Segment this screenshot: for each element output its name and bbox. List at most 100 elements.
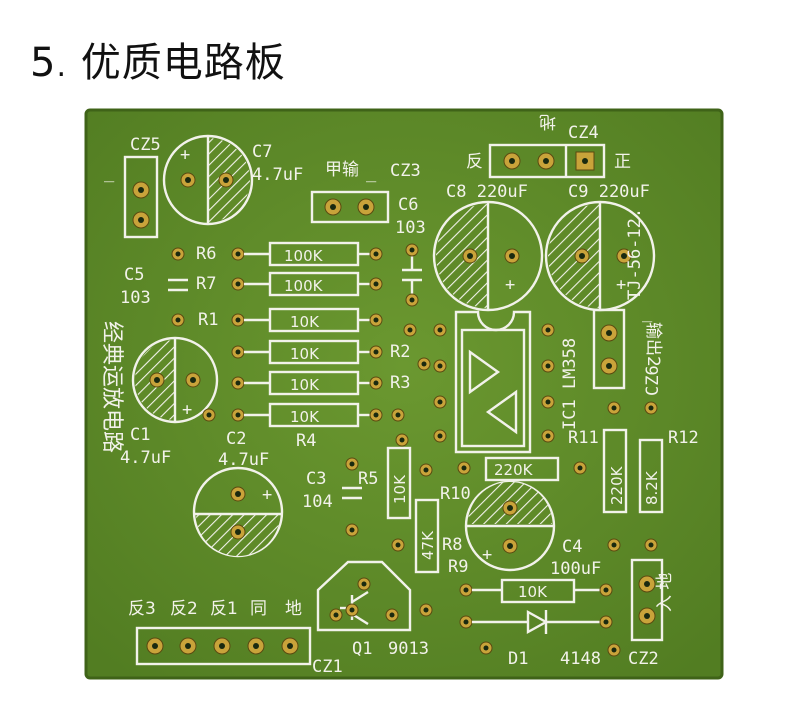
cz3-text: 甲输	[325, 160, 359, 180]
c5-capacitor: C5 103	[120, 247, 188, 308]
svg-text:+: +	[182, 400, 192, 420]
cz1-label-0: 反3	[128, 599, 156, 619]
svg-text:CZ1: CZ1	[312, 657, 343, 677]
svg-text:R5: R5	[358, 469, 378, 489]
c8-label: C8 220uF	[446, 182, 528, 202]
svg-text:R1: R1	[198, 310, 218, 330]
svg-text:100K: 100K	[284, 247, 324, 265]
cz3-label: CZ3	[390, 161, 421, 181]
c7-label: C7	[252, 142, 272, 162]
svg-text:103: 103	[120, 288, 151, 308]
c7-capacitor: + C7 4.7uF	[162, 134, 303, 226]
svg-text:4148: 4148	[560, 649, 601, 669]
cz1-label-1: 反2	[170, 599, 198, 619]
svg-text:R9: R9	[448, 557, 468, 577]
svg-text:Q1: Q1	[352, 639, 372, 659]
resistor-r5: R5 10K	[358, 408, 412, 552]
cz5-minus: _	[104, 163, 115, 183]
cz4-label: CZ4	[568, 123, 599, 143]
svg-text:47K: 47K	[419, 530, 437, 560]
svg-text:+: +	[616, 275, 626, 295]
resistor-r2: 10K R2	[231, 339, 410, 365]
svg-text:C5: C5	[124, 265, 144, 285]
c9-capacitor: C9 220uF +	[544, 182, 656, 312]
svg-text:100K: 100K	[284, 277, 324, 295]
title-text: 优质电路板	[80, 40, 286, 86]
svg-text:220K: 220K	[494, 461, 534, 479]
cz6-connector: 输出2 _ CZ6	[592, 303, 663, 396]
svg-text:入 地: 入 地	[655, 573, 675, 612]
svg-text:10K: 10K	[290, 313, 320, 331]
svg-text:10K: 10K	[290, 376, 320, 394]
cz4-fan: 反	[466, 152, 483, 172]
svg-text:R4: R4	[296, 431, 316, 451]
svg-text:10K: 10K	[290, 408, 320, 426]
cz1-connector: 反3 反2 反1 同 地 CZ1	[128, 599, 343, 677]
title-number: 5	[30, 40, 57, 86]
svg-text:220K: 220K	[608, 465, 626, 505]
extra-pads	[171, 313, 621, 657]
resistor-r11: R11 220K	[568, 401, 628, 552]
resistor-r1: R1 10K	[198, 307, 383, 333]
svg-text:C2: C2	[226, 429, 246, 449]
c6-label: C6	[398, 195, 418, 215]
svg-text:R6: R6	[196, 244, 216, 264]
svg-text:+: +	[262, 485, 272, 505]
svg-text:R10: R10	[440, 484, 471, 504]
ic1-chip: IC1 LM358	[433, 310, 580, 454]
svg-text:R8: R8	[442, 535, 462, 555]
svg-text:+: +	[482, 545, 492, 565]
resistor-r7: R7 100K	[196, 271, 383, 297]
svg-text:R3: R3	[390, 373, 410, 393]
c9-label: C9 220uF	[568, 182, 650, 202]
ic1-label: IC1 LM358	[560, 338, 580, 430]
cz1-label-4: 地	[285, 599, 302, 619]
board-code: TJ-56-12.	[625, 208, 645, 300]
resistor-r10: 220K R10	[440, 456, 587, 504]
svg-text:R2: R2	[390, 342, 410, 362]
svg-text:R11: R11	[568, 428, 599, 448]
cz4-connector: 地 CZ4 反 正	[466, 111, 631, 179]
svg-text:CZ6: CZ6	[643, 365, 663, 396]
svg-text:C1: C1	[130, 425, 150, 445]
svg-text:C4: C4	[562, 537, 582, 557]
cz5-label: CZ5	[130, 135, 161, 155]
cz1-label-2: 反1	[210, 599, 238, 619]
resistor-r12: R12 8.2K	[638, 401, 699, 552]
svg-text:4.7uF: 4.7uF	[218, 450, 269, 470]
svg-text:输出2: 输出2	[643, 322, 663, 367]
svg-text:9013: 9013	[388, 639, 429, 659]
cz1-label-3: 同	[250, 599, 267, 619]
cz4-ground: 地	[539, 111, 556, 131]
resistor-r4: 10K R4	[231, 402, 383, 451]
svg-text:104: 104	[302, 492, 333, 512]
c8-capacitor: C8 220uF +	[432, 182, 544, 312]
cz4-zheng: 正	[614, 152, 631, 172]
cz2-connector: 入 地 CZ2	[628, 558, 675, 669]
resistor-r9: R9 10K	[448, 557, 613, 604]
cz3-minus: _	[366, 163, 377, 183]
cz3-connector: 甲输 _ CZ3	[310, 160, 421, 224]
svg-text:R7: R7	[196, 274, 216, 294]
svg-text:CZ2: CZ2	[628, 649, 659, 669]
svg-text:10K: 10K	[290, 345, 320, 363]
c6-value: 103	[395, 218, 426, 238]
svg-text:4.7uF: 4.7uF	[120, 448, 171, 468]
svg-text:10K: 10K	[391, 474, 409, 504]
c3-capacitor: C3 104	[302, 457, 362, 537]
c1-capacitor: + C1 4.7uF	[120, 336, 219, 468]
svg-text:+: +	[180, 145, 190, 165]
svg-text:R12: R12	[668, 428, 699, 448]
svg-text:_: _	[642, 303, 653, 323]
svg-text:100uF: 100uF	[550, 559, 601, 579]
c2-capacitor: C2 4.7uF +	[192, 429, 284, 558]
c6-capacitor: C6 103	[395, 195, 426, 307]
page-title: 5. 优质电路板	[30, 30, 286, 88]
c7-value: 4.7uF	[252, 165, 303, 185]
svg-text:10K: 10K	[518, 583, 548, 601]
resistor-r8: 47K R8	[414, 463, 462, 617]
svg-text:8.2K: 8.2K	[643, 470, 661, 505]
svg-text:+: +	[505, 275, 515, 295]
circuit-name-vertical: 经典运放电路	[99, 321, 124, 453]
